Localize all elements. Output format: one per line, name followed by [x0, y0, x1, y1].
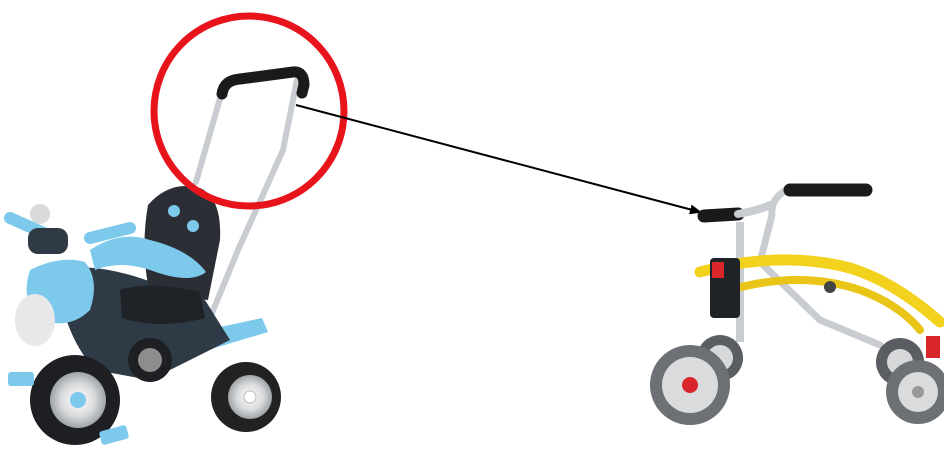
- tricycle-side-wheel: [128, 338, 172, 382]
- tricycle-pedal-left: [8, 372, 34, 386]
- push-handle-left-bar: [196, 95, 221, 182]
- tricycle-seat: [120, 285, 205, 324]
- push-handle-grip: [222, 72, 304, 94]
- walker-wheel-front-left: [650, 345, 730, 425]
- tricycle-rear-wheel: [211, 362, 281, 432]
- walker-handle-left: [704, 214, 738, 216]
- pointer-arrow: [296, 105, 700, 212]
- walker-red-brake: [926, 336, 940, 358]
- walker-image: [650, 190, 944, 425]
